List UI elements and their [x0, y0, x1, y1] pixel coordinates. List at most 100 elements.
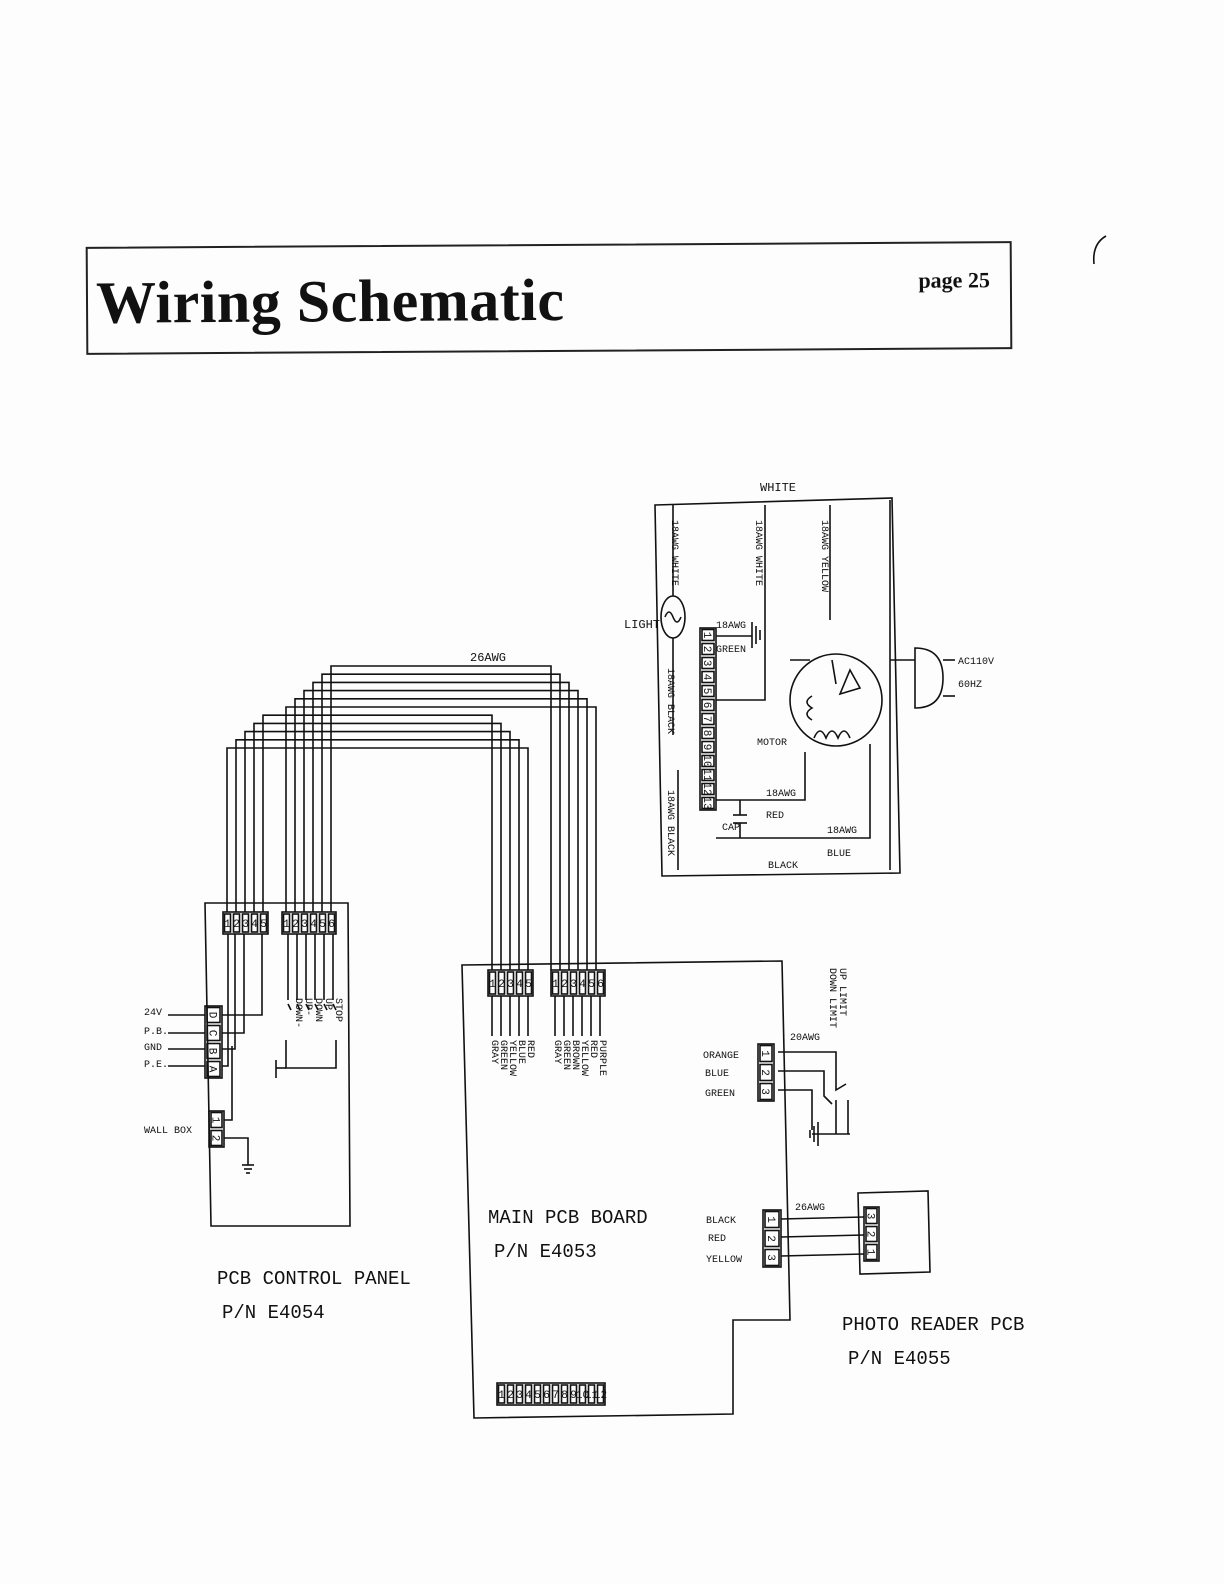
motor-block-pin-label: 1 — [700, 632, 712, 639]
label-cap: CAP — [722, 823, 740, 834]
dcba-pin — [206, 1060, 221, 1078]
cp-switch-contact — [314, 1003, 319, 1011]
m6-pin — [569, 971, 578, 995]
cp5-pin — [259, 913, 268, 933]
dcba-pin — [206, 1024, 221, 1042]
wire-color-label: GREEN — [497, 1040, 508, 1070]
label-switch-down: DOWN — [312, 998, 323, 1022]
mbot-pin — [542, 1384, 551, 1404]
motor-block-pin — [701, 796, 715, 810]
mbot-pin — [569, 1384, 578, 1404]
mbot-pin — [524, 1384, 533, 1404]
m6-pin-label: 1 — [552, 979, 559, 991]
label-down-limit: DOWN LIMIT — [826, 968, 837, 1028]
ph3-pin-label: 3 — [764, 1254, 776, 1261]
cp-wire — [224, 1137, 249, 1165]
label-pe: P.E. — [144, 1060, 168, 1071]
bundle-wire — [226, 747, 529, 970]
sw3-pin — [759, 1082, 773, 1101]
mbot-pin-label: 9 — [570, 1390, 577, 1402]
cp-switch-common — [285, 1040, 337, 1069]
ph3-pin-label: 2 — [764, 1235, 776, 1242]
label-26awg-photo: 26AWG — [795, 1203, 825, 1214]
label-18awg-red: 18AWG — [766, 789, 796, 800]
sw3-pin — [759, 1044, 773, 1063]
wire-bundle-26awg — [226, 665, 597, 970]
cp-switch-contact — [332, 1003, 337, 1011]
label-18awg-black-1: 18AWG BLACK — [664, 668, 675, 734]
label-switch-down2: DOWN- — [292, 998, 303, 1028]
sw3-housing — [757, 1043, 775, 1102]
phb-pin-label: 1 — [864, 1249, 876, 1256]
bundle-wire — [235, 739, 520, 970]
wire-color-label: RED — [524, 1040, 535, 1058]
label-black-photo: BLACK — [706, 1216, 736, 1227]
cp6-pin — [309, 913, 318, 933]
control-panel-board — [204, 902, 351, 1227]
phb-pin — [865, 1243, 878, 1261]
sw3-pin-label: 1 — [758, 1050, 770, 1057]
m6-pin-label: 4 — [579, 979, 586, 991]
label-60hz: 60HZ — [958, 680, 982, 691]
motor-block-housing — [699, 627, 717, 811]
bundle-wire — [312, 681, 570, 970]
mbot-pin — [497, 1384, 506, 1404]
label-20awg: 20AWG — [790, 1033, 820, 1044]
plug-icon — [890, 647, 955, 709]
m6-pin-label: 5 — [588, 979, 595, 991]
m5-pin — [524, 971, 533, 995]
phb-pin-label: 3 — [864, 1213, 876, 1220]
label-switch-stop: STOP — [332, 998, 343, 1022]
mbot-pin-label: 4 — [525, 1390, 532, 1402]
wall-box-connector: 12 — [208, 1110, 225, 1148]
motor-icon — [789, 653, 883, 747]
mbot-pin-label: 3 — [516, 1390, 523, 1402]
dcba-pin — [206, 1042, 221, 1060]
control-panel-pn: P/N E4054 — [222, 1302, 325, 1324]
label-green-switch: GREEN — [705, 1089, 735, 1100]
motor-block-pin — [701, 740, 715, 754]
main-pcb-board — [461, 960, 791, 1419]
label-orange: ORANGE — [703, 1051, 739, 1062]
mbot-pin — [515, 1384, 524, 1404]
wall-pin — [210, 1129, 223, 1147]
sw3-pin-label: 3 — [758, 1088, 770, 1095]
motor-block-pin — [701, 754, 715, 768]
motor-block-pin — [701, 628, 715, 642]
stray-mark — [1092, 235, 1107, 265]
label-18awg-yellow: 18AWG YELLOW — [818, 520, 829, 592]
m6-pin-label: 2 — [561, 979, 568, 991]
label-gnd: GND — [144, 1043, 162, 1054]
bundle-wire — [330, 665, 552, 970]
mbot-pin-label: 10 — [576, 1390, 589, 1402]
photo-reader-board — [857, 1190, 931, 1275]
cp5-pin-label: 2 — [233, 919, 240, 931]
label-wall-box: WALL BOX — [144, 1126, 192, 1137]
m5-pin — [488, 971, 497, 995]
mbot-pin — [587, 1384, 596, 1404]
bundle-wire — [262, 714, 493, 970]
bundle-wire — [253, 722, 502, 970]
mbot-pin-label: 5 — [534, 1390, 541, 1402]
motor-section: WHITE 18AWG WHITE 18AWG WHITE 18AWG YELL… — [624, 481, 994, 877]
label-light: LIGHT — [624, 618, 660, 632]
label-ac110v: AC110V — [958, 657, 994, 668]
wall-pin-label: 1 — [209, 1117, 221, 1124]
cp5-pin-label: 5 — [260, 919, 267, 931]
cp5-pin — [241, 913, 250, 933]
label-blue-switch: BLUE — [705, 1069, 729, 1080]
cp-wire — [224, 1046, 233, 1121]
m5-pin-label: 1 — [489, 979, 496, 991]
mbot-pin — [560, 1384, 569, 1404]
wire-color-label: GRAY — [488, 1040, 499, 1064]
label-white-top: WHITE — [760, 481, 796, 495]
m5-pin-label: 3 — [507, 979, 514, 991]
cp6-pin-label: 3 — [301, 919, 308, 931]
m5-pin-label: 4 — [516, 979, 523, 991]
cp6-pin — [327, 913, 336, 933]
wall-housing — [208, 1110, 225, 1148]
ph3-pin — [764, 1229, 780, 1248]
